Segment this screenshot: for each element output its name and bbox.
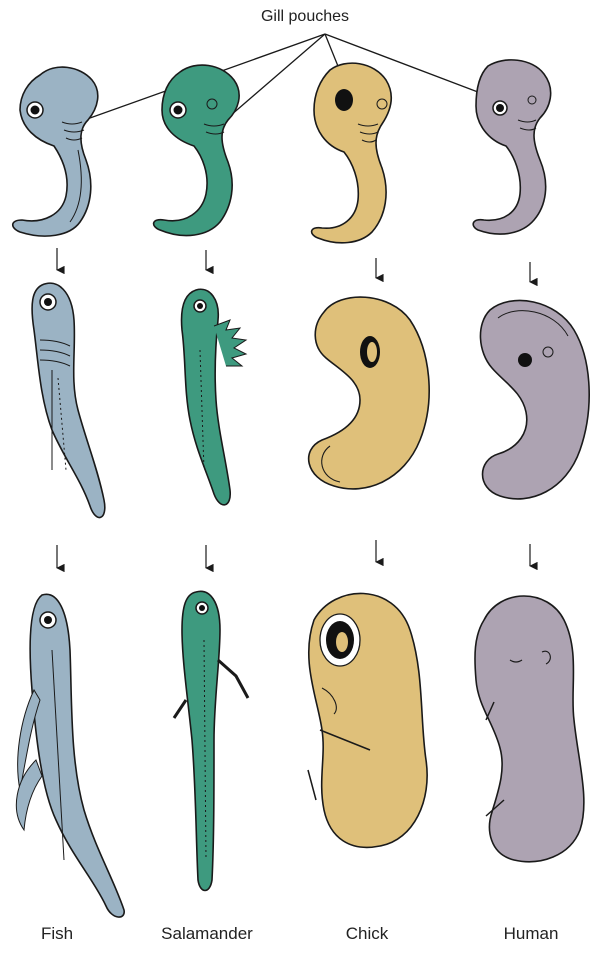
arrows-row-1 xyxy=(57,248,530,282)
salamander-early-embryo xyxy=(154,65,240,236)
salamander-late-embryo xyxy=(174,591,248,890)
chick-mid-embryo xyxy=(309,297,430,489)
fish-caption: Fish xyxy=(0,924,122,944)
fish-mid-embryo xyxy=(32,283,105,517)
fish-early-embryo xyxy=(13,67,98,236)
chick-caption: Chick xyxy=(302,924,432,944)
chick-late-embryo xyxy=(308,593,427,847)
gill-pouch-pointer-lines xyxy=(62,34,520,128)
salamander-caption: Salamander xyxy=(142,924,272,944)
salamander-mid-embryo xyxy=(182,289,246,505)
human-mid-embryo xyxy=(480,300,589,498)
human-early-embryo xyxy=(473,60,550,234)
fish-late-embryo xyxy=(16,594,124,917)
chick-early-embryo xyxy=(312,63,392,243)
human-late-embryo xyxy=(475,596,584,862)
human-caption: Human xyxy=(466,924,596,944)
arrows-row-2 xyxy=(57,540,530,568)
